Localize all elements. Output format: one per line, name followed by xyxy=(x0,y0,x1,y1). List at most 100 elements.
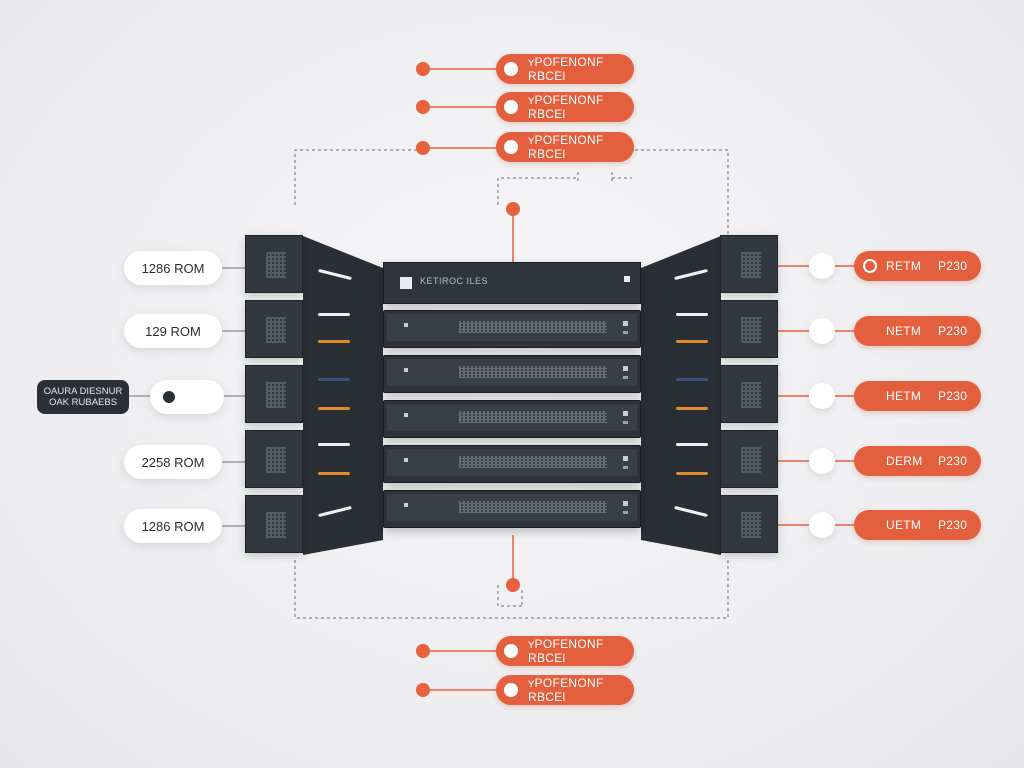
right-connector-circle xyxy=(809,318,835,344)
link-slat xyxy=(318,340,350,343)
right-server-unit[interactable] xyxy=(720,300,778,358)
led-icon xyxy=(623,511,628,514)
top-label-pill[interactable]: ʏPOFENONF RBCEl xyxy=(496,132,634,162)
dark-tag-line2: OAK RUBAEBS xyxy=(48,397,118,408)
dot-icon xyxy=(504,100,518,114)
right-server-unit[interactable] xyxy=(720,235,778,293)
connector-dot-icon xyxy=(416,100,430,114)
rack-unit[interactable] xyxy=(383,400,641,438)
right-label-value: P230 xyxy=(938,389,968,403)
vent-grid-icon xyxy=(266,447,286,473)
right-label-name: NETM xyxy=(886,324,922,338)
right-label-pill[interactable]: DERM P230 xyxy=(854,446,981,476)
led-icon xyxy=(623,456,628,461)
vent-grid-icon xyxy=(459,501,607,513)
right-server-unit[interactable] xyxy=(720,430,778,488)
vent-grid-icon xyxy=(459,366,607,378)
vent-grid-icon xyxy=(741,447,761,473)
right-label-value: P230 xyxy=(938,518,968,532)
connector-dot-icon xyxy=(416,644,430,658)
vent-grid-icon xyxy=(266,382,286,408)
right-connector-circle xyxy=(809,383,835,409)
top-label-text: ʏPOFENONF RBCEl xyxy=(528,133,604,161)
vent-grid-icon xyxy=(741,382,761,408)
left-server-unit[interactable] xyxy=(245,365,303,423)
port-icon xyxy=(404,323,408,327)
left-label-pill[interactable]: 2258 ROM xyxy=(124,445,222,479)
vent-grid-icon xyxy=(459,456,607,468)
vent-grid-icon xyxy=(741,252,761,278)
rack-unit[interactable] xyxy=(383,355,641,393)
dark-info-tag[interactable]: OAURA DIESNUR OAK RUBAEBS xyxy=(37,380,129,414)
left-label-text: 2258 ROM xyxy=(141,454,205,470)
status-indicator-icon xyxy=(624,276,630,282)
link-slat xyxy=(676,378,708,381)
port-icon xyxy=(404,368,408,372)
left-server-unit[interactable] xyxy=(245,235,303,293)
right-label-value: P230 xyxy=(938,259,968,273)
right-label-pill[interactable]: UETM P230 xyxy=(854,510,981,540)
link-slat xyxy=(676,313,708,316)
bottom-label-pill[interactable]: ʏPOFENONF RBCEl xyxy=(496,675,634,705)
link-slat xyxy=(318,472,350,475)
link-slat xyxy=(676,443,708,446)
link-slat xyxy=(318,443,350,446)
rack-header[interactable]: KETIROC ILES xyxy=(383,262,641,304)
vent-grid-icon xyxy=(266,512,286,538)
led-icon xyxy=(623,366,628,371)
connector-dot-icon xyxy=(416,62,430,76)
link-slat xyxy=(676,472,708,475)
link-slat xyxy=(318,313,350,316)
right-label-name: RETM xyxy=(886,259,922,273)
left-label-pill[interactable]: 1286 ROM xyxy=(124,251,222,285)
right-connector-circle xyxy=(809,253,835,279)
ring-icon xyxy=(863,259,877,273)
led-icon xyxy=(623,501,628,506)
rack-unit[interactable] xyxy=(383,310,641,348)
top-label-pill[interactable]: ʏPOFENONF RBCEl xyxy=(496,92,634,122)
left-server-unit[interactable] xyxy=(245,300,303,358)
vent-grid-icon xyxy=(266,317,286,343)
top-label-pill[interactable]: ʏPOFENONF RBCEl xyxy=(496,54,634,84)
right-label-pill[interactable]: HETM P230 xyxy=(854,381,981,411)
top-label-text: ʏPOFENONF RBCEl xyxy=(528,55,604,83)
left-server-unit[interactable] xyxy=(245,430,303,488)
right-server-unit[interactable] xyxy=(720,495,778,553)
led-icon xyxy=(623,466,628,469)
right-connector-circle xyxy=(809,512,835,538)
dot-icon xyxy=(504,683,518,697)
led-icon xyxy=(623,421,628,424)
vent-grid-icon xyxy=(741,512,761,538)
right-connector-circle xyxy=(809,448,835,474)
vent-grid-icon xyxy=(266,252,286,278)
left-label-pill[interactable] xyxy=(150,380,224,414)
link-slat xyxy=(676,340,708,343)
left-label-pill[interactable]: 129 ROM xyxy=(124,314,222,348)
port-icon xyxy=(404,458,408,462)
rack-title: KETIROC ILES xyxy=(420,276,489,286)
dot-icon xyxy=(504,140,518,154)
dot-icon xyxy=(163,391,175,403)
right-label-value: P230 xyxy=(938,454,968,468)
rack-unit[interactable] xyxy=(383,490,641,528)
led-icon xyxy=(623,321,628,326)
right-server-unit[interactable] xyxy=(720,365,778,423)
link-slat xyxy=(318,407,350,410)
dot-icon xyxy=(504,644,518,658)
left-label-text: 1286 ROM xyxy=(141,518,205,534)
left-label-text: 129 ROM xyxy=(145,323,201,339)
top-label-text: ʏPOFENONF RBCEl xyxy=(528,93,604,121)
bottom-label-pill[interactable]: ʏPOFENONF RBCEl xyxy=(496,636,634,666)
right-label-pill[interactable]: RETM P230 xyxy=(854,251,981,281)
right-label-pill[interactable]: NETM P230 xyxy=(854,316,981,346)
rack-unit[interactable] xyxy=(383,445,641,483)
left-label-text: 1286 ROM xyxy=(141,260,205,276)
port-icon xyxy=(404,503,408,507)
right-label-name: HETM xyxy=(886,389,922,403)
connector-dot-icon xyxy=(506,578,520,592)
left-label-pill[interactable]: 1286 ROM xyxy=(124,509,222,543)
led-icon xyxy=(623,331,628,334)
dark-tag-line1: OAURA DIESNUR xyxy=(43,386,123,397)
left-server-unit[interactable] xyxy=(245,495,303,553)
